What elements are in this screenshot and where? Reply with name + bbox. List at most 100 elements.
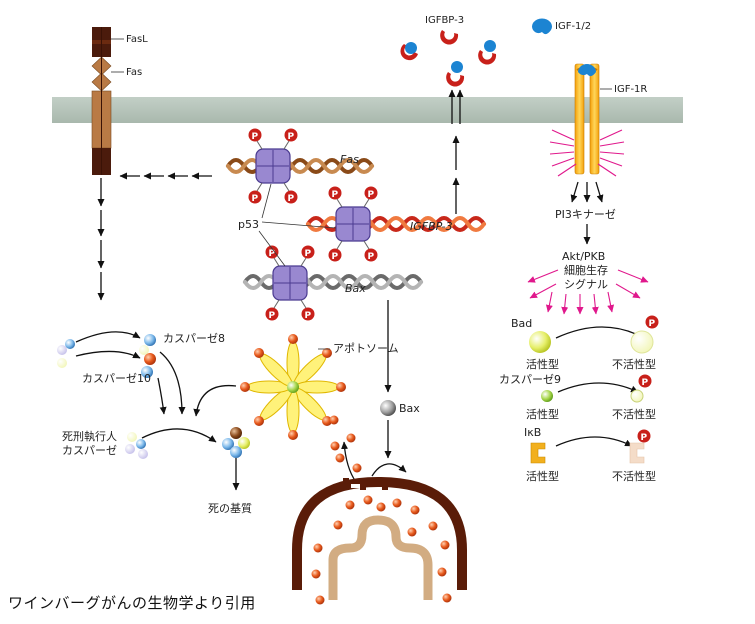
phospho-label: P — [649, 319, 656, 329]
fas-label: Fas — [126, 67, 142, 78]
phospho-label: P — [332, 252, 339, 262]
igfbp3-label: IGFBP-3 — [425, 15, 464, 26]
phospho-label: P — [269, 249, 276, 259]
fasl-label: FasL — [126, 34, 148, 45]
bax-protein-ball — [380, 400, 396, 416]
pi3k-label: PI3キナーゼ — [555, 208, 616, 221]
casp8-label: カスパーゼ8 — [163, 332, 225, 345]
bad-label: Bad — [511, 317, 532, 330]
phospho-label: P — [642, 378, 649, 388]
p53-tetramer-1 — [255, 148, 291, 184]
p53-phosphate-stalks — [256, 140, 370, 309]
phospho-icon — [328, 248, 342, 262]
phospho-label: P — [305, 249, 312, 259]
phospho-icon — [248, 128, 262, 142]
survival-signal-label-1: 細胞生存 — [564, 263, 608, 277]
igf1r-label: IGF-1R — [614, 84, 647, 95]
phospho-icon — [645, 315, 659, 329]
casp9-label: カスパーゼ9 — [499, 373, 561, 386]
phospho-label: P — [252, 194, 259, 204]
casp10-activation-arrow — [75, 350, 141, 359]
igf1r-receptor — [574, 63, 600, 175]
akt-label: Akt/PKB — [562, 250, 605, 263]
executioner-label-2: カスパーゼ — [62, 444, 117, 457]
phospho-icon — [301, 307, 315, 321]
casp10-ball-1 — [144, 353, 156, 365]
bax-gene-label: Bax — [345, 282, 366, 295]
cytochrome-c-release — [329, 415, 362, 473]
casp10-label: カスパーゼ10 — [82, 372, 151, 385]
phospho-icon — [637, 429, 651, 443]
phospho-label: P — [288, 132, 295, 142]
fas-receptor — [91, 27, 112, 175]
casp8-activation-arrow — [75, 331, 141, 343]
casp9-active-ball — [541, 390, 553, 402]
caspase-cascade-arrows — [141, 351, 240, 491]
phospho-icon — [364, 248, 378, 262]
procaspase-balls — [57, 339, 75, 368]
p53-tetramer-2 — [335, 206, 371, 242]
igfbp3-igf-complexes — [400, 30, 497, 87]
bax-pore-arrow — [371, 463, 407, 477]
ikb-inactivation-arrow — [555, 436, 633, 447]
mitochondrion — [292, 476, 467, 605]
phospho-icon — [265, 307, 279, 321]
phospho-icon — [265, 245, 279, 259]
death-substrate-label: 死の基質 — [208, 501, 252, 515]
survival-signal-arrows — [527, 269, 649, 315]
bad-inactive-label: 不活性型 — [612, 357, 656, 371]
executioner-label-1: 死刑執行人 — [62, 430, 117, 443]
phospho-icon — [301, 245, 315, 259]
active-executioner-balls — [222, 427, 250, 458]
phospho-icon — [284, 190, 298, 204]
ikb-active-label: 活性型 — [526, 469, 559, 483]
phospho-label: P — [368, 190, 375, 200]
casp8-ball-2 — [139, 345, 149, 355]
p53-tetramer-3 — [272, 265, 308, 301]
bad-active-label: 活性型 — [526, 357, 559, 371]
survival-signal-label-2: シグナル — [564, 277, 608, 291]
fas-gene-label: Fas — [340, 153, 359, 166]
p53-leader-lines — [258, 183, 337, 267]
ikb-label: IκB — [524, 426, 541, 439]
ikb-inactive-shape — [629, 442, 645, 464]
ikb-active-shape — [530, 442, 546, 464]
phospho-label: P — [305, 311, 312, 321]
phospho-icon — [364, 186, 378, 200]
igf1r-signal-arrows — [570, 181, 604, 245]
phospho-icon — [248, 190, 262, 204]
bad-inactivation-arrow — [555, 326, 645, 339]
phospho-icon — [638, 374, 652, 388]
ikb-inactive-label: 不活性型 — [612, 469, 656, 483]
cell-membrane — [52, 97, 683, 123]
phospho-groups-p53: P P P P P P P P P P P P — [248, 128, 378, 321]
phospho-label: P — [641, 433, 648, 443]
casp8-ball-1 — [144, 334, 156, 346]
casp9-active-label: 活性型 — [526, 407, 559, 421]
source-caption: ワインバーグがんの生物学より引用 — [8, 594, 256, 612]
bad-active-ball — [529, 331, 551, 353]
bad-inactive-ball — [630, 330, 654, 354]
casp10-ball-2 — [141, 366, 153, 378]
igf12-label: IGF-1/2 — [555, 21, 591, 32]
bax-gene-dna — [243, 274, 423, 290]
phospho-icon — [284, 128, 298, 142]
apoptosome-label: アポトソーム — [333, 342, 399, 355]
casp9-inactive-label: 不活性型 — [612, 407, 656, 421]
phospho-label: P — [332, 190, 339, 200]
igf-legend-icon — [532, 18, 552, 35]
bax-protein-label: Bax — [399, 402, 420, 415]
igf1r-activation-rays — [549, 129, 625, 177]
cytochrome-release-arrow — [341, 441, 357, 483]
igfbp3-secretion-arrows — [448, 89, 464, 214]
apoptosome — [240, 334, 346, 440]
procaspase-executioner-balls — [125, 432, 148, 459]
phospho-icon — [328, 186, 342, 200]
casp9-inactive-ball — [630, 389, 644, 403]
phospho-label: P — [288, 194, 295, 204]
phospho-label: P — [252, 132, 259, 142]
casp9-inactivation-arrow — [557, 382, 639, 393]
p53-label: p53 — [238, 218, 259, 231]
phospho-label: P — [269, 311, 276, 321]
